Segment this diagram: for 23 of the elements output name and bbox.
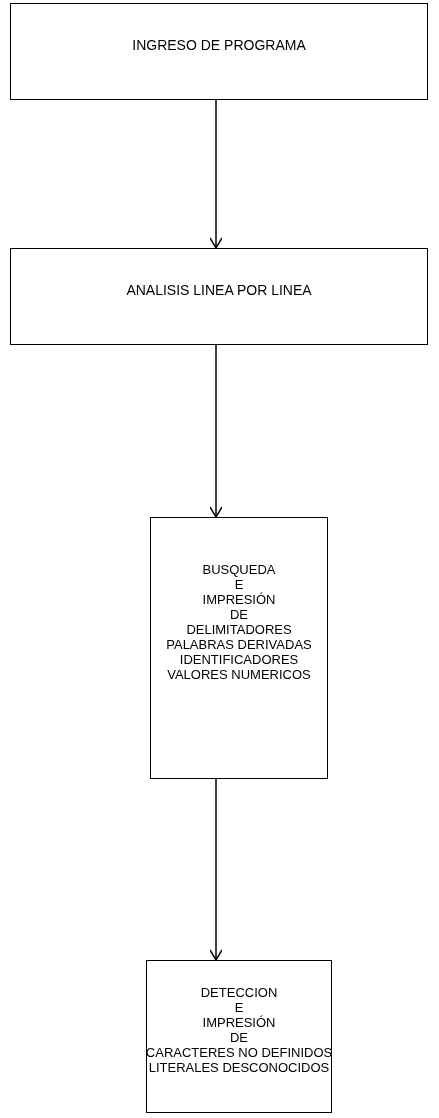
box-text: VALORES NUMERICOS [167,667,311,682]
box-text: BUSQUEDA [202,562,276,577]
box-text: IDENTIFICADORES [179,652,299,667]
box-text: CARACTERES NO DEFINIDOS [145,1045,333,1060]
process-box [10,248,428,345]
box-text: LITERALES DESCONOCIDOS [148,1060,330,1075]
process-box [146,960,332,1113]
box-text: DE [229,1030,249,1045]
box-text: IMPRESIÓN [202,592,276,607]
box-text: ANALISIS LINEA POR LINEA [126,283,312,298]
box-text: E [234,1000,244,1015]
box-text: INGRESO DE PROGRAMA [132,38,306,53]
arrow [209,99,223,249]
process-box [150,517,328,779]
box-text: DETECCION [200,985,278,1000]
box-text: IMPRESIÓN [202,1015,276,1030]
box-text: DE [229,607,249,622]
arrow [209,344,223,518]
box-text: DELIMITADORES [186,622,292,637]
box-text: E [234,577,244,592]
box-text: PALABRAS DERIVADAS [166,637,312,652]
process-box [10,3,428,100]
arrow [209,778,223,961]
